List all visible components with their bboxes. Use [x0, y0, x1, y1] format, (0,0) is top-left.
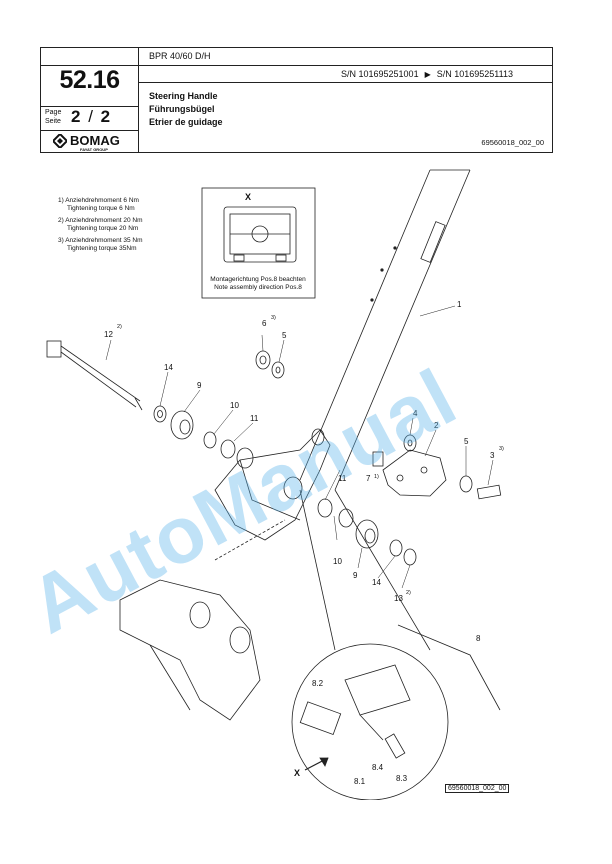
callout-5: 5 — [282, 331, 287, 340]
page-label-de: Seite — [45, 118, 61, 125]
header-divider — [41, 65, 552, 66]
header-divider — [138, 48, 139, 152]
callout-12-sup: 2) — [117, 324, 122, 330]
callout-7: 7 — [366, 474, 371, 483]
callout-12: 12 — [104, 330, 113, 339]
brand-name: BOMAG — [70, 133, 120, 148]
brand-subtitle: FAYAT GROUP — [80, 147, 108, 152]
detail-circle-8 — [291, 489, 501, 800]
callout-8-1: 8.1 — [354, 777, 366, 786]
page-label: Page Seite — [45, 108, 61, 126]
callout-4: 4 — [413, 409, 418, 418]
left-bearing-stack — [153, 405, 236, 459]
x-arrow — [304, 757, 329, 771]
callout-x: X — [294, 768, 300, 778]
page-separator: / — [88, 107, 93, 126]
callout-3-sup: 3) — [499, 446, 504, 452]
leader-lines — [105, 305, 494, 589]
serial-from: S/N 101695251001 — [341, 69, 419, 79]
callout-11b: 11 — [338, 474, 347, 483]
title-de: Führungsbügel — [149, 104, 215, 114]
note-item: 3) Anziehdrehmoment 35 Nm Tightening tor… — [58, 237, 143, 252]
arrow-right-icon: ▶ — [424, 70, 431, 79]
model-name: BPR 40/60 D/H — [149, 51, 211, 61]
page-counter: 2 / 2 — [71, 107, 110, 127]
callout-1: 1 — [457, 300, 462, 309]
detail-x-label: X — [245, 192, 251, 202]
detail-caption-en: Note assembly direction Pos.8 — [214, 284, 302, 291]
header-block: BPR 40/60 D/H S/N 101695251001▶S/N 10169… — [40, 47, 553, 153]
callout-9: 9 — [197, 381, 202, 390]
bolt-12 — [46, 340, 143, 411]
part-titles: Steering Handle Führungsbügel Etrier de … — [149, 90, 223, 129]
callout-8: 8 — [476, 634, 481, 643]
document-id: 69560018_002_00 — [481, 138, 544, 147]
serial-range: S/N 101695251001 ▶ S/N 101695251113 — [341, 69, 513, 79]
callout-14b: 14 — [372, 578, 381, 587]
top-hardware — [255, 350, 285, 379]
callout-2: 2 — [434, 421, 439, 430]
torque-notes: 1) Anziehdrehmoment 6 Nm Tightening torq… — [58, 197, 143, 257]
title-en: Steering Handle — [149, 91, 218, 101]
bomag-diamond-icon — [53, 134, 67, 148]
detail-x-box: X Montagerichtung Pos.8 beachten Note as… — [201, 187, 316, 299]
exploded-drawing: X Montagerichtung Pos.8 beachten Note as… — [46, 169, 504, 800]
callout-14: 14 — [164, 363, 173, 372]
lower-frame — [119, 519, 286, 721]
pivot-bracket — [214, 428, 331, 541]
callout-8-2: 8.2 — [312, 679, 324, 688]
page-label-en: Page — [45, 109, 62, 116]
callout-8-3: 8.3 — [396, 774, 408, 783]
note-item: 2) Anziehdrehmoment 20 Nm Tightening tor… — [58, 217, 143, 232]
callout-11: 11 — [250, 414, 259, 423]
callout-7-sup: 1) — [374, 474, 379, 480]
callout-10: 10 — [230, 401, 239, 410]
callout-6-sup: 3) — [271, 315, 276, 321]
header-divider — [41, 106, 138, 107]
callout-5b: 5 — [464, 437, 469, 446]
serial-to: S/N 101695251113 — [436, 69, 513, 79]
right-bearing-stack — [317, 498, 417, 566]
page-number: 52.16 — [59, 66, 120, 94]
callout-13-sup: 2) — [406, 590, 411, 596]
callout-9b: 9 — [353, 571, 358, 580]
note-item: 1) Anziehdrehmoment 6 Nm Tightening torq… — [58, 197, 139, 212]
callout-3: 3 — [490, 451, 495, 460]
callout-13: 13 — [394, 594, 403, 603]
header-divider — [138, 82, 552, 83]
callout-8-4: 8.4 — [372, 763, 384, 772]
plate-2 — [372, 434, 502, 500]
page-total: 2 — [100, 107, 111, 126]
title-fr: Etrier de guidage — [149, 117, 223, 127]
page-current: 2 — [71, 107, 81, 126]
steering-tube — [299, 169, 471, 491]
figure-id: 69560018_002_00 — [445, 784, 510, 793]
callout-10b: 10 — [333, 557, 342, 566]
callout-6: 6 — [262, 319, 267, 328]
detail-caption-de: Montagerichtung Pos.8 beachten — [210, 276, 306, 283]
callout-labels: 1 12 2) 14 9 10 11 6 3) 5 4 2 5 3 3) 7 1… — [104, 300, 504, 786]
header-divider — [41, 130, 138, 131]
brand-logo: BOMAG FAYAT GROUP — [53, 133, 120, 152]
